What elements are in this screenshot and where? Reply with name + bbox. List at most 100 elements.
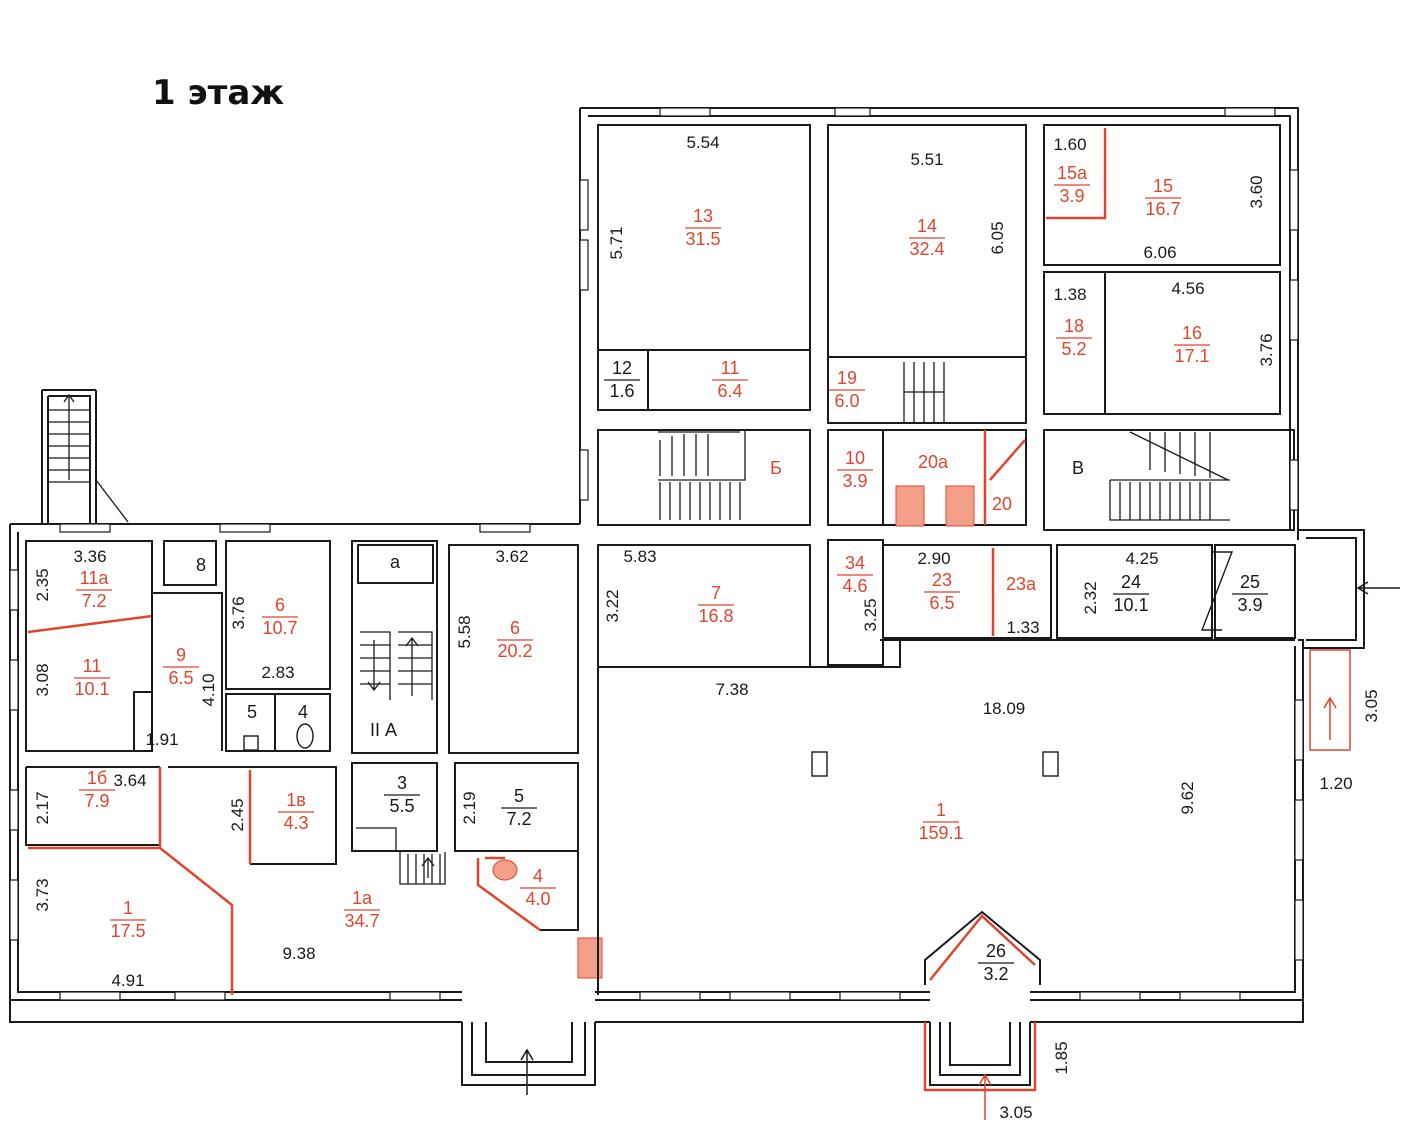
- dimension-label: 3.64: [113, 771, 146, 790]
- room-area-r15a: 3.9: [1059, 186, 1084, 206]
- room-4-toilet: [296, 723, 314, 749]
- dimension-label: 4.56: [1171, 279, 1204, 298]
- entry-arrows: [520, 581, 1400, 1120]
- room-1b-partition: [158, 767, 234, 995]
- label-room-8: 8: [196, 555, 206, 575]
- room-number-r11: 11: [83, 656, 102, 676]
- dimension-label: 3.76: [229, 596, 248, 629]
- outer-wall-main: [9, 523, 1304, 1001]
- room-16-18: [1043, 271, 1281, 415]
- room-area-r25: 3.9: [1237, 595, 1262, 615]
- east-entry: [1298, 529, 1365, 649]
- dimension-label: 3.05: [1362, 689, 1381, 722]
- room-11a-partition: [27, 614, 153, 634]
- room-19-stair: [903, 362, 945, 422]
- room-number-r5: 5: [514, 786, 524, 806]
- room-number-r6left: 6: [275, 595, 285, 615]
- room-15: [1043, 124, 1281, 266]
- label-room-4-small: 4: [298, 702, 308, 722]
- dimension-label: 1.60: [1053, 135, 1086, 154]
- stair-b-steps: [658, 430, 746, 520]
- room-number-r19: 19: [837, 368, 857, 388]
- dimension-label: 5.51: [910, 150, 943, 169]
- dimension-label: 5.58: [455, 615, 474, 648]
- column-2: [1042, 751, 1059, 777]
- room-area-r34: 4.6: [842, 576, 867, 596]
- dimension-label: 9.62: [1178, 781, 1197, 814]
- dimension-label: 4.25: [1125, 549, 1158, 568]
- room-area-r16: 17.1: [1174, 346, 1209, 366]
- room-number-r9: 9: [176, 645, 186, 665]
- toilet-20a-1: [895, 485, 925, 527]
- rooms-4-5-small: [225, 693, 331, 752]
- room-area-r11top: 6.4: [717, 381, 742, 401]
- dimension-label: 3.76: [1257, 333, 1276, 366]
- room-19: [827, 356, 1027, 424]
- room-number-r1left: 1: [123, 898, 133, 918]
- dimension-label: 3.22: [603, 589, 622, 622]
- room-area-r26: 3.2: [983, 964, 1008, 984]
- room-11-12: [597, 349, 811, 411]
- room-area-r5: 7.2: [506, 809, 531, 829]
- room-area-r13: 31.5: [685, 229, 720, 249]
- dimension-label: 3.60: [1247, 175, 1266, 208]
- dimension-label: 2.19: [460, 791, 479, 824]
- dimension-label: 2.32: [1081, 581, 1100, 614]
- room-20-partition: [983, 430, 1026, 525]
- toilet-20a-2: [945, 485, 975, 527]
- room-number-r11a: 11а: [80, 568, 110, 588]
- stair-v-steps: [1109, 431, 1230, 521]
- dimension-label: 1.20: [1319, 774, 1352, 793]
- porch-south-right-outline: [923, 1022, 1037, 1092]
- room-4-toilet: [492, 859, 518, 881]
- room-area-r1left: 17.5: [110, 921, 145, 941]
- room-number-r24: 24: [1121, 572, 1141, 592]
- dimension-label: 2.45: [228, 798, 247, 831]
- dimension-label: 5.71: [607, 226, 626, 259]
- outer-wall-main-inner: [17, 532, 1296, 993]
- room-number-r1v: 1в: [286, 790, 306, 810]
- room-4: [455, 850, 579, 931]
- room-area-r1a: 34.7: [344, 911, 379, 931]
- dimension-label: 3.36: [73, 547, 106, 566]
- room-number-r16: 16: [1182, 323, 1202, 343]
- dimension-label: 3.25: [861, 598, 880, 631]
- stair-3-steps: [356, 827, 446, 885]
- dimension-label: 5.83: [623, 547, 656, 566]
- room-8: [163, 540, 217, 586]
- stair-2a-hall: [351, 540, 438, 754]
- dimension-label: 4.10: [199, 673, 218, 706]
- column-1: [811, 751, 828, 777]
- room-9: [133, 592, 223, 751]
- label-stair-v: В: [1072, 458, 1084, 478]
- room-6: [448, 544, 579, 754]
- label-room-5-small: 5: [247, 702, 257, 722]
- floor-title: 1 этаж: [152, 73, 284, 113]
- label-room-a: а: [390, 552, 401, 572]
- outer-wall-left-outer: [9, 1000, 18, 1023]
- label-room-20: 20: [992, 494, 1012, 514]
- label-stair-2a: II А: [370, 720, 397, 740]
- outer-wall-north-block-inner: [588, 115, 1291, 530]
- room-5-fixture: [243, 735, 259, 751]
- room-25-door: [1200, 551, 1234, 631]
- room-3: [351, 762, 438, 852]
- room-24: [1056, 544, 1213, 639]
- dimension-label: 3.05: [999, 1103, 1032, 1122]
- label-stair-b: Б: [770, 458, 782, 478]
- exterior-stair-steps: [48, 393, 129, 523]
- room-area-r1main: 159.1: [918, 823, 963, 843]
- room-15a-partition: [1046, 128, 1107, 220]
- dimension-label: 2.90: [917, 549, 950, 568]
- room-area-r11: 10.1: [74, 679, 109, 699]
- room-area-r1v: 4.3: [283, 813, 308, 833]
- room-number-r25: 25: [1240, 572, 1260, 592]
- room-area-r15: 16.7: [1145, 199, 1180, 219]
- room-25: [1214, 544, 1296, 639]
- dimension-label: 3.73: [33, 878, 52, 911]
- room-number-r26: 26: [986, 941, 1006, 961]
- dimension-label: 3.08: [33, 663, 52, 696]
